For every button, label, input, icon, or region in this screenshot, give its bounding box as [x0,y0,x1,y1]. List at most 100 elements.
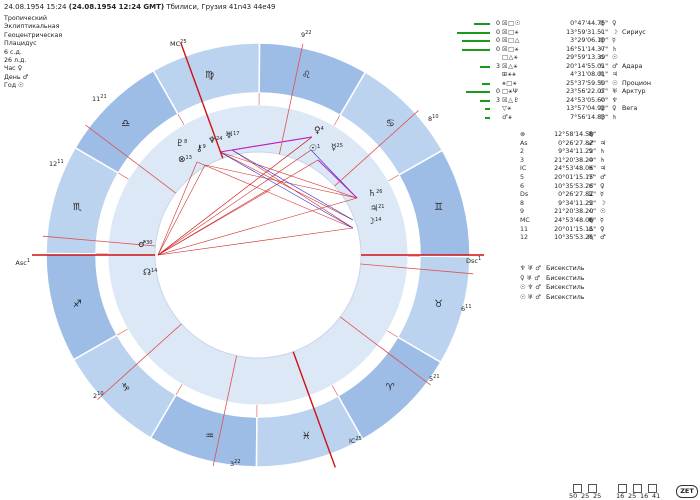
cusp-row-ruler: ♀ [600,225,605,233]
house-cusp-line [97,323,182,400]
aspect-strength-bar [480,65,490,68]
footer-num-3: 25 [593,492,602,500]
sign-glyph: ♌ [302,70,311,81]
bisextile-glyphs: ☉ ♆ ♂ [520,284,541,291]
planet-row-position: 23°56'22.07" [566,88,608,96]
house-label-0: Asc1 [15,258,30,267]
aspect-line-red [204,164,358,199]
wheel-background [45,42,471,468]
planet-row-sign: ♍ [599,114,605,122]
aspect-line-red [157,149,312,256]
sign-tick [118,172,129,180]
house-label-9: MC25 [170,39,187,48]
planet-row-num: 0 [495,37,500,45]
sign-glyph: ♏ [73,202,82,213]
house-cusp-line [180,42,224,159]
bisextile-label: Бисекстиль [546,274,585,282]
planet-glyph-9: ♅17 [225,131,239,141]
sign-glyph: ♒ [205,431,214,442]
planet-symbol: ⚷ [196,144,203,154]
planet-row-num: 0 [495,20,500,27]
sign-tick [387,330,398,338]
chart-info: Тропический Эклиптикальная Геоцентрическ… [4,15,62,91]
header-place: Тбилиси, Грузия 41n43 44e49 [166,3,276,11]
cusp-row-position: 0°26'27.82" [558,139,596,147]
sign-glyph: ♑ [121,383,130,394]
planet-degree: 8 [184,139,187,145]
house-label-text: 12 [49,160,57,168]
footer-square-1[interactable] [573,484,582,493]
planet-row-num: 0 [495,88,500,96]
info-coords: Эклиптикальная [4,23,60,31]
info-center: Геоцентрическая [4,31,63,39]
planet-row-num: 0 [495,45,500,53]
chart-header: 24.08.1954 15:24 (24.08.1954 12:24 GMT) … [4,3,276,11]
header-date: 24.08.1954 [4,3,45,11]
footer-square-3[interactable] [618,484,627,493]
info-hour-ruler: Час ♀ [4,65,23,73]
house-label-text: 8 [428,115,432,123]
cusp-row-sign: ♍ [588,131,594,138]
cusp-row-sign: ♐ [588,139,594,147]
bisextile-row: ☉ ♆ ♂Бисекстиль [520,283,585,293]
planet-row-fixed-star: Процион [622,79,651,87]
bisextile-row: ♆ ♅ ♂Бисекстиль [520,264,585,274]
sign-glyph: ♎ [121,118,130,129]
planet-row-aspects: □△⚹ [502,54,519,62]
aspect-strength-bar [466,91,490,94]
cusp-row-position: 24°53'48.06" [554,165,596,173]
planet-symbol: ⊗ [178,155,186,165]
planet-row-sign: ♎ [599,54,605,62]
planet-row-position: 16°51'14.37" [566,45,608,53]
bisextile-label: Бисекстиль [546,265,585,272]
cusp-row-sign: ♉ [588,182,594,190]
planet-glyph-6: ♂30 [138,240,152,250]
cusp-row-ruler: ♂ [600,234,606,242]
cusp-row-ruler: ♀ [600,182,605,190]
aspect-line-magenta [317,159,358,199]
planet-symbol: ♆ [208,136,216,146]
footer-num-1: 50 [569,492,578,500]
house-label-degree: 10 [97,391,103,397]
cusp-row-ruler: ☉ [600,208,606,216]
planet-glyphs: ♀4☉1☿25♄26♃21☽14♂30☊14♆24♅17♇8⚷9⊗13 [138,126,384,278]
footer-square-4[interactable] [633,484,642,493]
house-label-degree: 22 [305,30,311,36]
bisextile-glyphs: ☉ ♅ ♂ [520,293,541,301]
aspect-line-red [157,136,313,256]
planet-row-num: 3 [495,96,500,104]
zet-logo[interactable]: ZET [676,485,698,498]
planet-row-aspects: □⚹Ψ [502,88,519,96]
house-label-7: 810 [428,114,439,123]
aspect-line-red [157,227,354,256]
cusp-row-label: 8 [520,199,525,207]
cusp-row-position: 10°35'53.26" [554,234,596,242]
house-cusp-line [85,124,176,194]
cusp-row-ruler: ♃ [600,165,606,173]
aspect-strength-bar [485,117,490,120]
house-label-text: 9 [301,31,305,39]
planet-symbol: ☿ [331,143,337,153]
planet-row-aspects: ☒□⚹ [502,45,519,53]
house-label-6: Dsc1 [466,256,481,265]
footer-square-5[interactable] [648,484,657,493]
house-cusp-line [340,316,431,386]
planet-row-sign: ♏ [599,71,605,79]
planet-row-planet: ☉ [612,54,618,62]
planet-glyph-5: ☽14 [367,217,381,227]
house-label-text: 5 [429,375,433,383]
house-label-11: 1211 [49,159,64,168]
planet-row-fixed-star: Сириус [622,28,646,36]
cusp-row-position: 24°53'48.06" [554,216,596,224]
cusp-row-label: IC [520,165,527,173]
planet-row-planet: ♀ [612,105,617,113]
footer-square-2[interactable] [588,484,597,493]
house-label-5: 611 [461,304,472,313]
cusp-row-position: 20°01'15.15" [554,173,596,181]
planet-symbol: ♂ [138,240,146,250]
aspect-line-red [157,189,271,256]
house-label-text: 3 [230,460,234,468]
planet-row-aspects: ♂⚹ [502,114,513,122]
cusp-row-ruler: ☿ [600,191,604,199]
